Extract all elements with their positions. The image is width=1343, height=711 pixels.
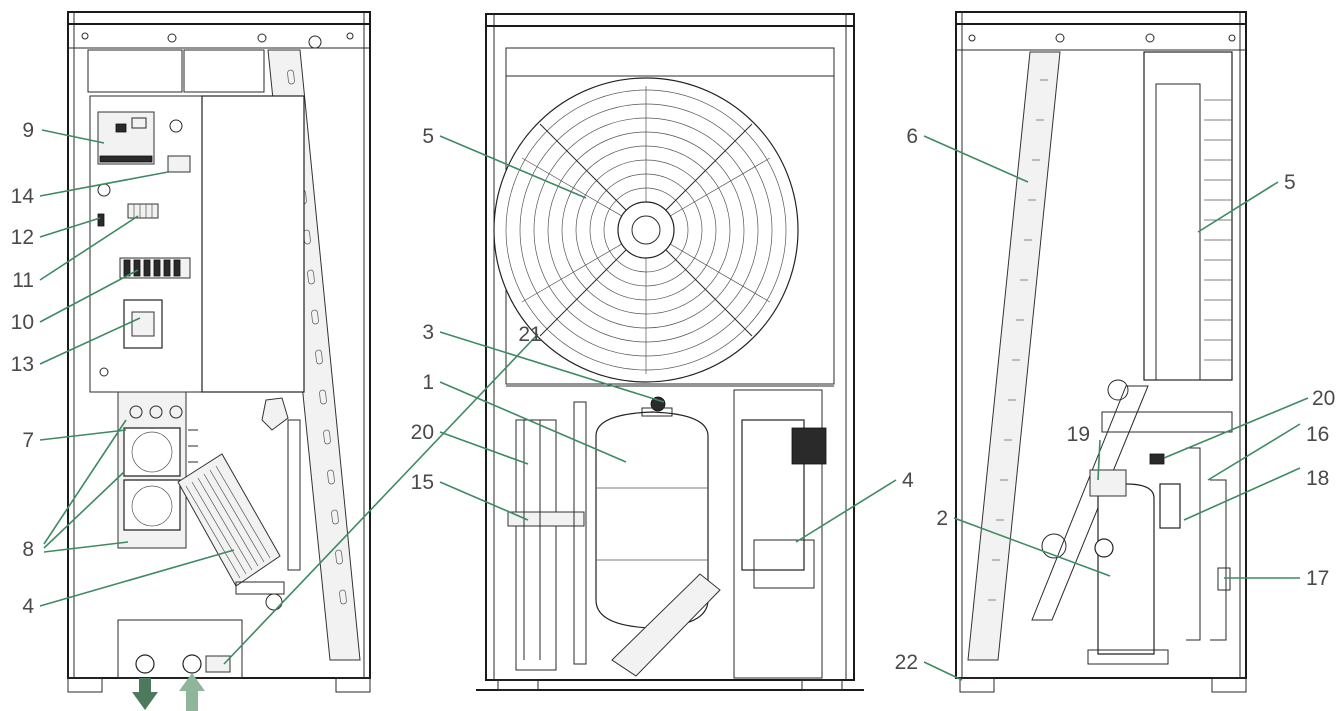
coil-fins (1204, 99, 1232, 361)
callout-3: 3 (422, 321, 434, 344)
callout-9: 9 (22, 119, 34, 142)
callout-2: 2 (936, 507, 948, 530)
callout-17: 17 (1306, 567, 1329, 590)
callout-12: 12 (11, 226, 34, 249)
callout-1: 1 (422, 371, 434, 394)
callouts-left: 9 14 12 11 10 13 7 8 4 21 (11, 119, 542, 618)
callout-10: 10 (11, 311, 34, 334)
arrow-up-icon (179, 673, 205, 711)
callout-13: 13 (11, 353, 34, 376)
callout-20b: 20 (1312, 387, 1335, 410)
callout-18: 18 (1306, 467, 1329, 490)
center-unit-view (476, 13, 864, 691)
terminal-strip-10 (123, 259, 181, 277)
arrow-down-icon (132, 678, 158, 710)
leader-lines (39, 129, 1309, 681)
callout-11: 11 (12, 269, 34, 292)
heatsink-fins (185, 465, 271, 579)
callout-21: 21 (518, 323, 541, 346)
right-unit-view (955, 11, 1247, 693)
callout-4: 4 (22, 595, 34, 618)
callout-19: 19 (1067, 423, 1090, 446)
callout-16: 16 (1306, 423, 1329, 446)
callout-15: 15 (411, 471, 434, 494)
rail-slots-right (988, 79, 1048, 601)
callout-5: 5 (422, 125, 434, 148)
callouts-center: 5 3 1 20 15 4 (411, 125, 914, 494)
callout-7: 7 (22, 429, 34, 452)
callout-14: 14 (11, 185, 35, 208)
left-unit-view (67, 11, 371, 711)
callout-6: 6 (906, 125, 918, 148)
callout-22: 22 (895, 651, 918, 674)
callout-4b: 4 (902, 469, 914, 492)
callouts-right: 6 5 20 16 19 18 2 17 22 (895, 125, 1336, 674)
callout-20: 20 (411, 421, 434, 444)
callout-5b: 5 (1284, 171, 1296, 194)
callout-8: 8 (22, 538, 34, 561)
